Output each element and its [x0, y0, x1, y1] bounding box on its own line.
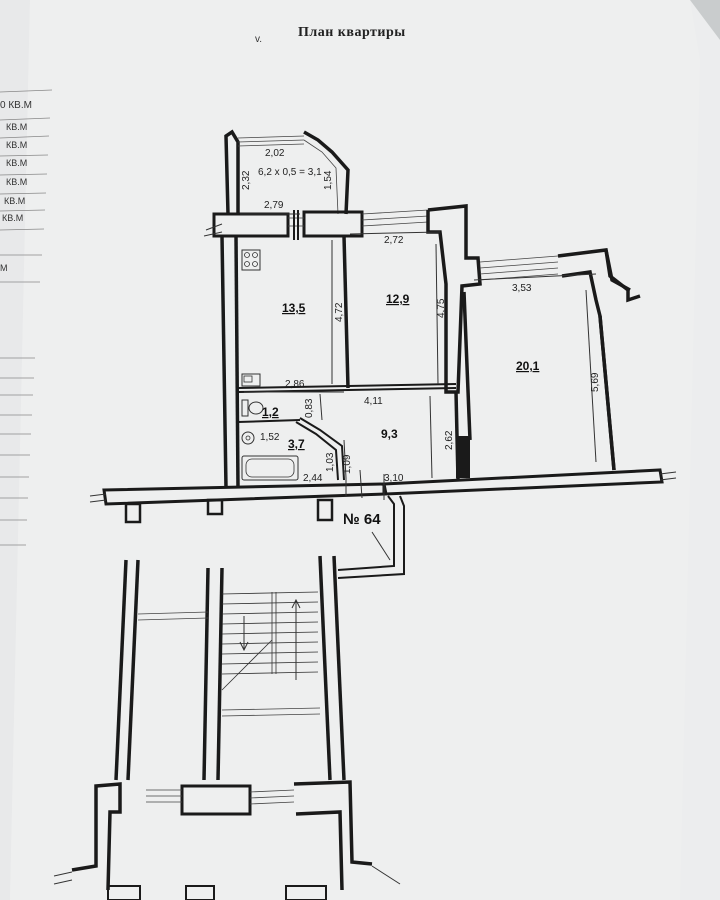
room-labels: 2,79 13,5 4,72 2,72 12,9 4,75 3,53 20,1 …	[260, 200, 601, 484]
stair-arrow-down-icon	[239, 616, 249, 652]
corridor-left-dim: 2,44	[303, 473, 323, 484]
left-sheet-lines	[0, 89, 53, 546]
unit-label: КВ.М	[6, 140, 28, 150]
toilet-area: 1,2	[262, 405, 279, 419]
room-13-5-width: 2,79	[264, 200, 284, 211]
stair-arrow-up-icon	[291, 598, 301, 680]
apartment-number: № 64	[343, 511, 381, 528]
corridor-wall	[89, 468, 677, 506]
unit-label: М	[0, 263, 8, 273]
unit-label: КВ.М	[6, 122, 28, 132]
kitchen-wc-dim: 2,86	[285, 379, 305, 390]
fixtures	[241, 249, 299, 481]
unit-label: КВ.М	[2, 213, 24, 223]
bathroom-area: 3,7	[288, 437, 305, 451]
unit-label: КВ.М	[6, 158, 28, 168]
unit-label: КВ.М	[4, 196, 26, 206]
balcony-formula: 6,2 x 0,5 = 3,1	[258, 167, 322, 178]
dimension-lines	[240, 213, 597, 499]
stairwell	[114, 498, 346, 781]
balcony-right-depth: 1,54	[323, 170, 334, 190]
room-13-5-length: 4,72	[334, 302, 345, 322]
hall-area: 9,3	[381, 427, 398, 441]
interior-walls	[237, 235, 616, 481]
room-20-1-area: 20,1	[516, 359, 540, 373]
bathroom-length: 1,03	[325, 452, 336, 472]
hall-length: 2,62	[444, 430, 455, 450]
header-mark: v.	[255, 34, 262, 45]
unit-label: 0 КВ.М	[0, 100, 32, 111]
exterior-walls	[203, 204, 641, 489]
bathroom-width: 1,52	[260, 432, 280, 443]
toilet-width: 0,83	[304, 398, 315, 418]
balcony-left-depth: 2,32	[241, 170, 252, 190]
vestibule	[337, 495, 405, 579]
room-20-1-length: 5,69	[590, 372, 601, 392]
room-20-1-width: 3,53	[512, 283, 532, 294]
page-title: План квартиры	[298, 25, 406, 40]
room-13-5-area: 13,5	[282, 301, 306, 315]
room-12-9-length: 4,75	[436, 298, 447, 318]
balcony: 2,02 6,2 x 0,5 = 3,1 2,32 1,54	[224, 129, 350, 215]
bottom-walls	[53, 780, 401, 900]
corridor-depth: 1,09	[342, 454, 353, 474]
room-12-9-width: 2,72	[384, 235, 404, 246]
unit-label: КВ.М	[6, 177, 28, 187]
hall-width: 4,11	[364, 396, 383, 407]
corridor-right-dim: 3,10	[384, 473, 404, 484]
balcony-width: 2,02	[265, 148, 285, 159]
room-12-9-area: 12,9	[386, 292, 410, 306]
